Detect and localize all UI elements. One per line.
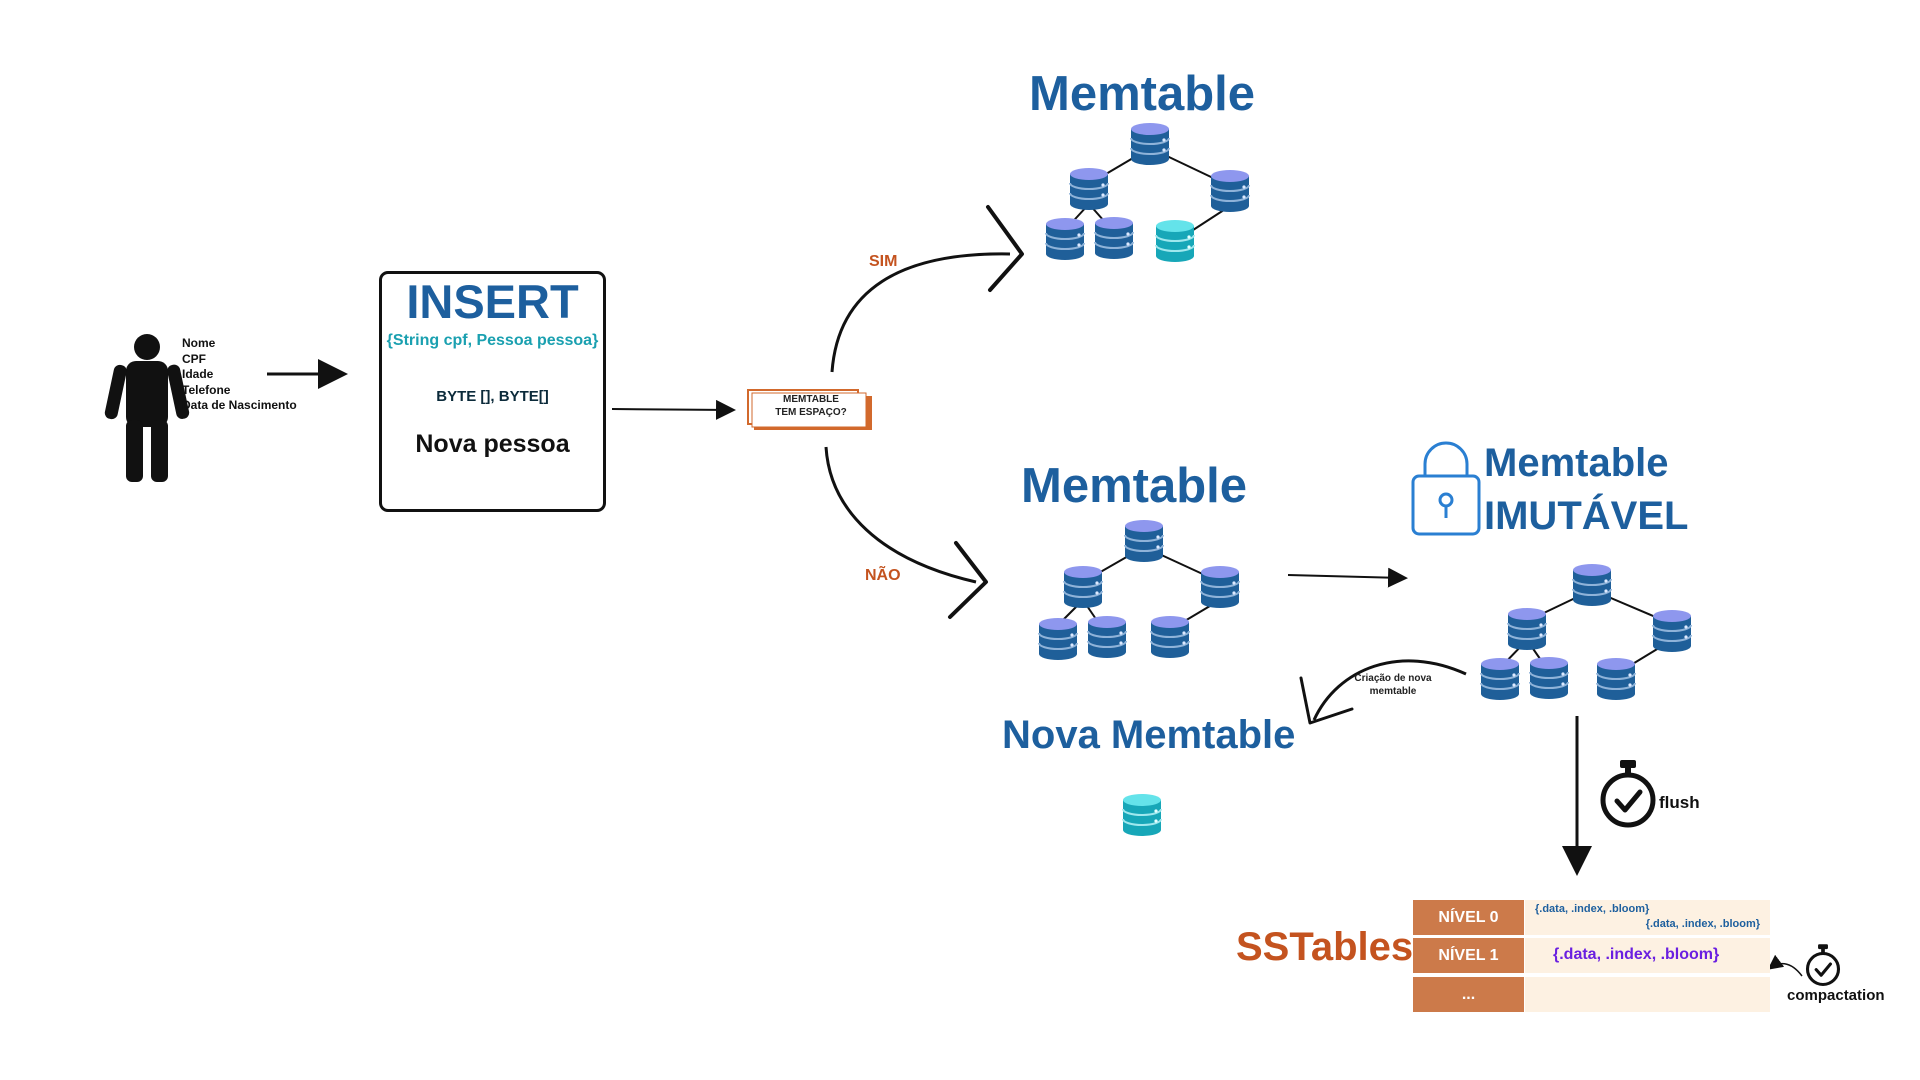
level-1-files-text: {.data, .index, .bloom}: [1553, 946, 1720, 963]
memtable-top-title: Memtable: [1029, 67, 1256, 121]
decision-line1: MEMTABLE: [783, 394, 839, 405]
compaction-label: compactation: [1787, 987, 1885, 1004]
field-cpf: CPF: [182, 351, 206, 366]
arrow-yes-head: [986, 205, 1024, 292]
field-data-nascimento: Data de Nascimento: [182, 398, 297, 413]
level-0-label: NÍVEL 0: [1413, 900, 1524, 935]
nova-pessoa-label: Nova pessoa: [415, 430, 570, 458]
level-2-label: ...: [1413, 977, 1524, 1012]
decision-card: [747, 389, 872, 430]
field-nome: Nome: [182, 336, 216, 350]
arrow-compaction: [1767, 954, 1803, 977]
arrow-insert-to-decision: [611, 399, 736, 420]
arrow-no-head: [948, 541, 988, 619]
flush-label: flush: [1659, 793, 1700, 812]
arrow-new-memtable-head: [1299, 676, 1354, 725]
insert-title: INSERT: [406, 275, 579, 328]
person-fields: Nome CPF Idade Telefone Data de Nascimen…: [182, 336, 297, 414]
new-memtable-label: Criação de nova memtable: [1354, 673, 1432, 697]
person-icon: [104, 334, 190, 482]
new-memtable-db: [1122, 793, 1162, 837]
nova-memtable-title: Nova Memtable: [1002, 713, 1296, 757]
level-1-files: {.data, .index, .bloom}: [1525, 938, 1770, 973]
memtable-immutable-title: Memtable IMUTÁVEL: [1484, 437, 1688, 543]
level-0-files: {.data, .index, .bloom} {.data, .index, …: [1525, 900, 1770, 935]
field-telefone: Telefone: [182, 382, 231, 397]
decision-label: MEMTABLE TEM ESPAÇO?: [756, 393, 866, 419]
yes-label: SIM: [869, 253, 898, 270]
insert-box: [379, 271, 606, 512]
stopwatch-icon: [1603, 760, 1653, 825]
level-0-files-line2: {.data, .index, .bloom}: [1645, 918, 1760, 930]
stopwatch-icon: [1805, 942, 1841, 987]
level-2-files: [1525, 977, 1770, 1012]
insert-params: {String cpf, Pessoa pessoa}: [386, 332, 599, 349]
decision-line2: TEM ESPAÇO?: [775, 407, 847, 418]
no-label: NÃO: [865, 567, 901, 584]
memtable-tree-top: [1045, 122, 1250, 263]
lock-icon: [1411, 441, 1481, 536]
arrow-yes: [830, 252, 1011, 373]
memtable-tree-immutable: [1480, 563, 1692, 701]
arrow-no: [824, 446, 977, 584]
memtable-tree-middle: [1038, 519, 1240, 661]
immutable-line2: IMUTÁVEL: [1484, 494, 1689, 538]
memtable-middle-title: Memtable: [1021, 459, 1248, 513]
level-1-label: NÍVEL 1: [1413, 938, 1524, 973]
immutable-line1: Memtable: [1484, 441, 1669, 485]
byte-label: BYTE [], BYTE[]: [436, 388, 549, 405]
arrow-new-memtable: [1312, 659, 1467, 721]
field-idade: Idade: [182, 367, 214, 382]
level-0-files-line1: {.data, .index, .bloom}: [1535, 903, 1650, 915]
arrow-to-immutable: [1287, 567, 1408, 588]
sstables-title: SSTables: [1236, 925, 1414, 969]
